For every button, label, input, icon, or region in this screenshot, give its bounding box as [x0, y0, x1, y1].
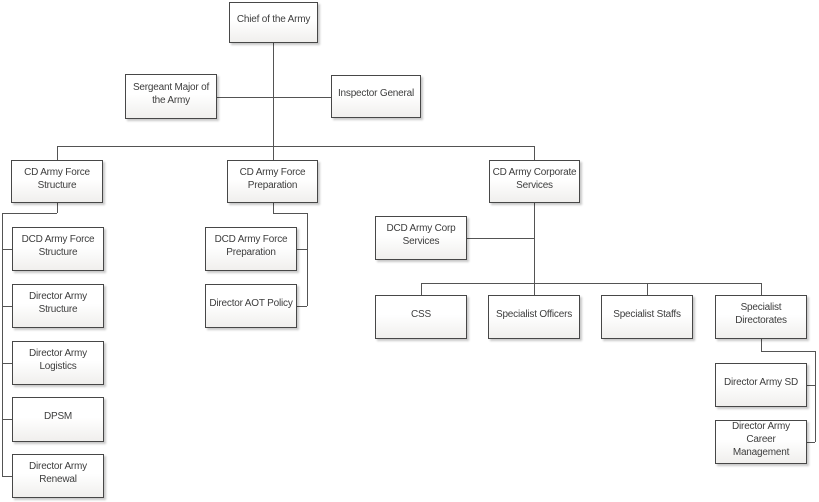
org-node-dcd-army-corp-services: DCD Army Corp Services	[375, 216, 467, 260]
org-node-label: Director AOT Policy	[209, 297, 293, 309]
connector-line	[815, 351, 816, 442]
org-node-label: CD Army Force Preparation	[239, 166, 306, 191]
org-node-label: Specialist Directorates	[735, 302, 787, 326]
connector-line	[217, 97, 331, 98]
connector-line	[273, 213, 307, 214]
org-node-cd-army-force-preparation: CD Army Force Preparation	[227, 160, 318, 203]
connector-line	[273, 203, 274, 213]
org-node-label: Director Army Logistics	[29, 348, 87, 372]
org-node-css: CSS	[375, 295, 467, 339]
connector-line	[273, 43, 274, 146]
connector-line	[467, 238, 534, 239]
connector-line	[647, 283, 648, 295]
connector-line	[57, 203, 58, 213]
org-node-director-army-structure: Director Army Structure	[12, 284, 104, 328]
org-node-specialist-staffs: Specialist Staffs	[601, 295, 693, 339]
connector-line	[534, 283, 535, 295]
connector-line	[2, 249, 12, 250]
org-node-specialist-directorates: Specialist Directorates	[715, 295, 807, 339]
org-node-cd-army-corporate-services: CD Army Corporate Services	[489, 160, 580, 203]
org-node-label: DCD Army Corp Services	[386, 223, 456, 247]
org-node-inspector-general: Inspector General	[331, 75, 421, 118]
connector-line	[807, 442, 815, 443]
connector-line	[2, 306, 12, 307]
org-node-label: Inspector General	[337, 88, 415, 99]
org-node-label: DCD Army Force Structure	[21, 234, 95, 258]
org-node-director-army-career-management: Director Army Career Management	[715, 420, 807, 464]
connector-line	[761, 351, 815, 352]
connector-line	[534, 203, 535, 283]
org-node-label: Director Army Renewal	[29, 461, 87, 485]
org-node-director-army-logistics: Director Army Logistics	[12, 341, 104, 385]
org-node-specialist-officers: Specialist Officers	[488, 295, 580, 339]
org-node-label: DCD Army Force Preparation	[214, 234, 288, 258]
connector-line	[57, 146, 535, 147]
org-node-label: Specialist Officers	[495, 308, 573, 320]
connector-line	[297, 249, 307, 250]
org-node-label: Director Army SD	[723, 376, 799, 388]
connector-line	[273, 146, 274, 160]
org-node-label: Director Army Structure	[29, 291, 87, 315]
connector-line	[2, 419, 12, 420]
connector-line	[421, 283, 422, 295]
org-node-director-army-renewal: Director Army Renewal	[12, 454, 104, 498]
org-node-label: Chief of the Army	[236, 14, 311, 25]
org-node-label: CD Army Force Structure	[24, 166, 90, 191]
org-node-dcd-army-force-structure: DCD Army Force Structure	[12, 227, 104, 271]
org-node-label: Director Army Career Management	[732, 420, 790, 458]
org-node-label: CD Army Corporate Services	[492, 166, 577, 191]
connector-line	[761, 339, 762, 351]
connector-line	[2, 213, 57, 214]
org-node-label: DPSM	[43, 411, 73, 422]
connector-line	[534, 146, 535, 160]
org-node-sergeant-major: Sergeant Major of the Army	[125, 74, 217, 119]
connector-line	[807, 385, 815, 386]
connector-line	[421, 283, 761, 284]
org-node-label: Sergeant Major of the Army	[132, 81, 210, 106]
org-node-label: Specialist Staffs	[613, 308, 681, 320]
org-node-dcd-army-force-preparation: DCD Army Force Preparation	[205, 227, 297, 271]
connector-line	[307, 213, 308, 306]
org-node-dpsm: DPSM	[12, 397, 104, 442]
org-node-director-army-sd: Director Army SD	[715, 363, 807, 407]
connector-line	[57, 146, 58, 160]
connector-line	[297, 306, 307, 307]
org-node-director-aot-policy: Director AOT Policy	[205, 284, 297, 328]
org-node-label: CSS	[411, 308, 431, 320]
connector-line	[2, 363, 12, 364]
connector-line	[2, 213, 3, 476]
connector-line	[761, 283, 762, 295]
org-node-cd-army-force-structure: CD Army Force Structure	[11, 160, 103, 203]
org-node-chief-of-the-army: Chief of the Army	[229, 2, 318, 43]
connector-line	[2, 476, 12, 477]
